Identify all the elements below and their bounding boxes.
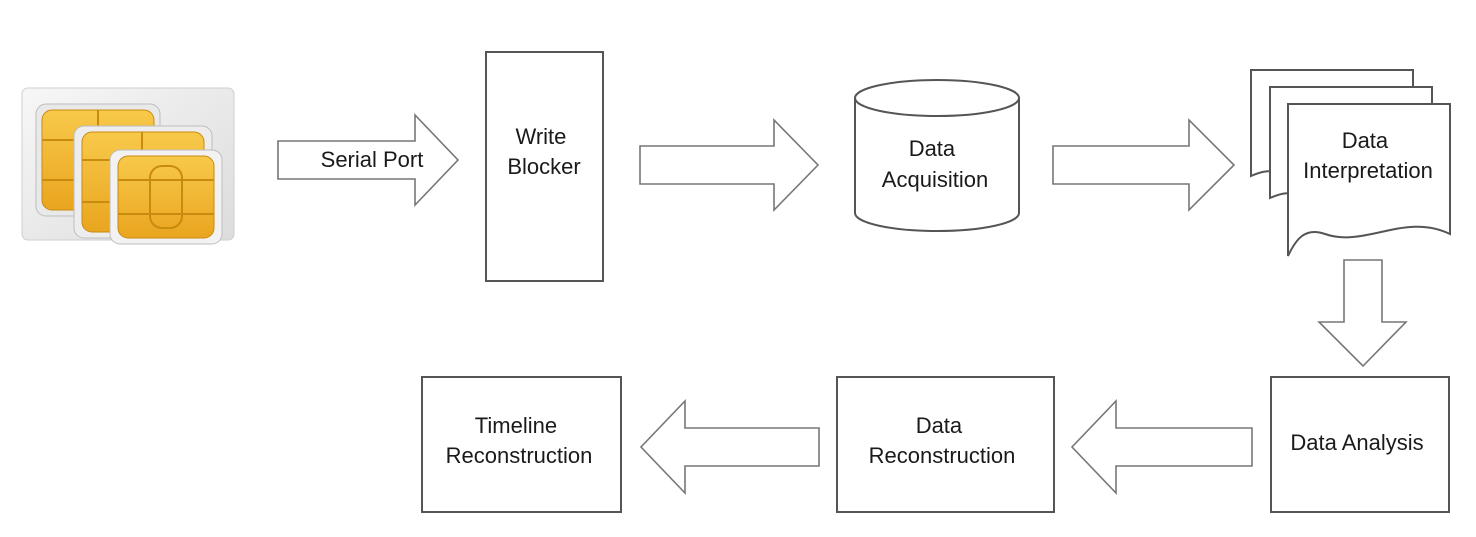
svg-text:Timeline Reconstruction: Timeline Reconstruction: [446, 413, 593, 468]
serial-port-arrow: Serial Port: [277, 113, 460, 207]
write-blocker-node: Write Blocker: [485, 51, 604, 282]
timeline-reconstruction-label-line2: Reconstruction: [446, 443, 593, 468]
arrow-to-data-interpretation: [1052, 118, 1236, 212]
data-interpretation-label-line2: Interpretation: [1303, 158, 1433, 183]
timeline-reconstruction-node: Timeline Reconstruction: [421, 376, 622, 513]
data-reconstruction-node: Data Reconstruction: [836, 376, 1055, 513]
data-analysis-label: Data Analysis: [1290, 430, 1423, 455]
data-acquisition-label-line1: Data: [909, 136, 956, 161]
arrow-to-data-acquisition: [639, 118, 820, 212]
data-interpretation-node: Data Interpretation: [1250, 69, 1451, 257]
svg-text:Data Acquisition: Data Acquisition: [882, 136, 988, 192]
data-acquisition-label-line2: Acquisition: [882, 167, 988, 192]
data-acquisition-node: Data Acquisition: [854, 79, 1020, 232]
arrow-to-data-reconstruction: [1070, 399, 1253, 495]
write-blocker-label-line2: Blocker: [507, 154, 580, 179]
svg-text:Write Blocker: Write Blocker: [507, 124, 580, 179]
svg-text:Data Interpretation: Data Interpretation: [1303, 128, 1433, 183]
arrow-to-data-analysis: [1317, 259, 1408, 368]
data-interpretation-label-line1: Data: [1342, 128, 1389, 153]
sim-cards-icon: [21, 87, 235, 245]
svg-text:Data Reconstruction: Data Reconstruction: [869, 413, 1016, 468]
data-reconstruction-label-line1: Data: [916, 413, 963, 438]
serial-port-label: Serial Port: [321, 147, 424, 172]
write-blocker-label-line1: Write: [515, 124, 566, 149]
data-reconstruction-label-line2: Reconstruction: [869, 443, 1016, 468]
timeline-reconstruction-label-line1: Timeline: [475, 413, 557, 438]
data-analysis-node: Data Analysis: [1270, 376, 1450, 513]
arrow-to-timeline-reconstruction: [639, 399, 820, 495]
